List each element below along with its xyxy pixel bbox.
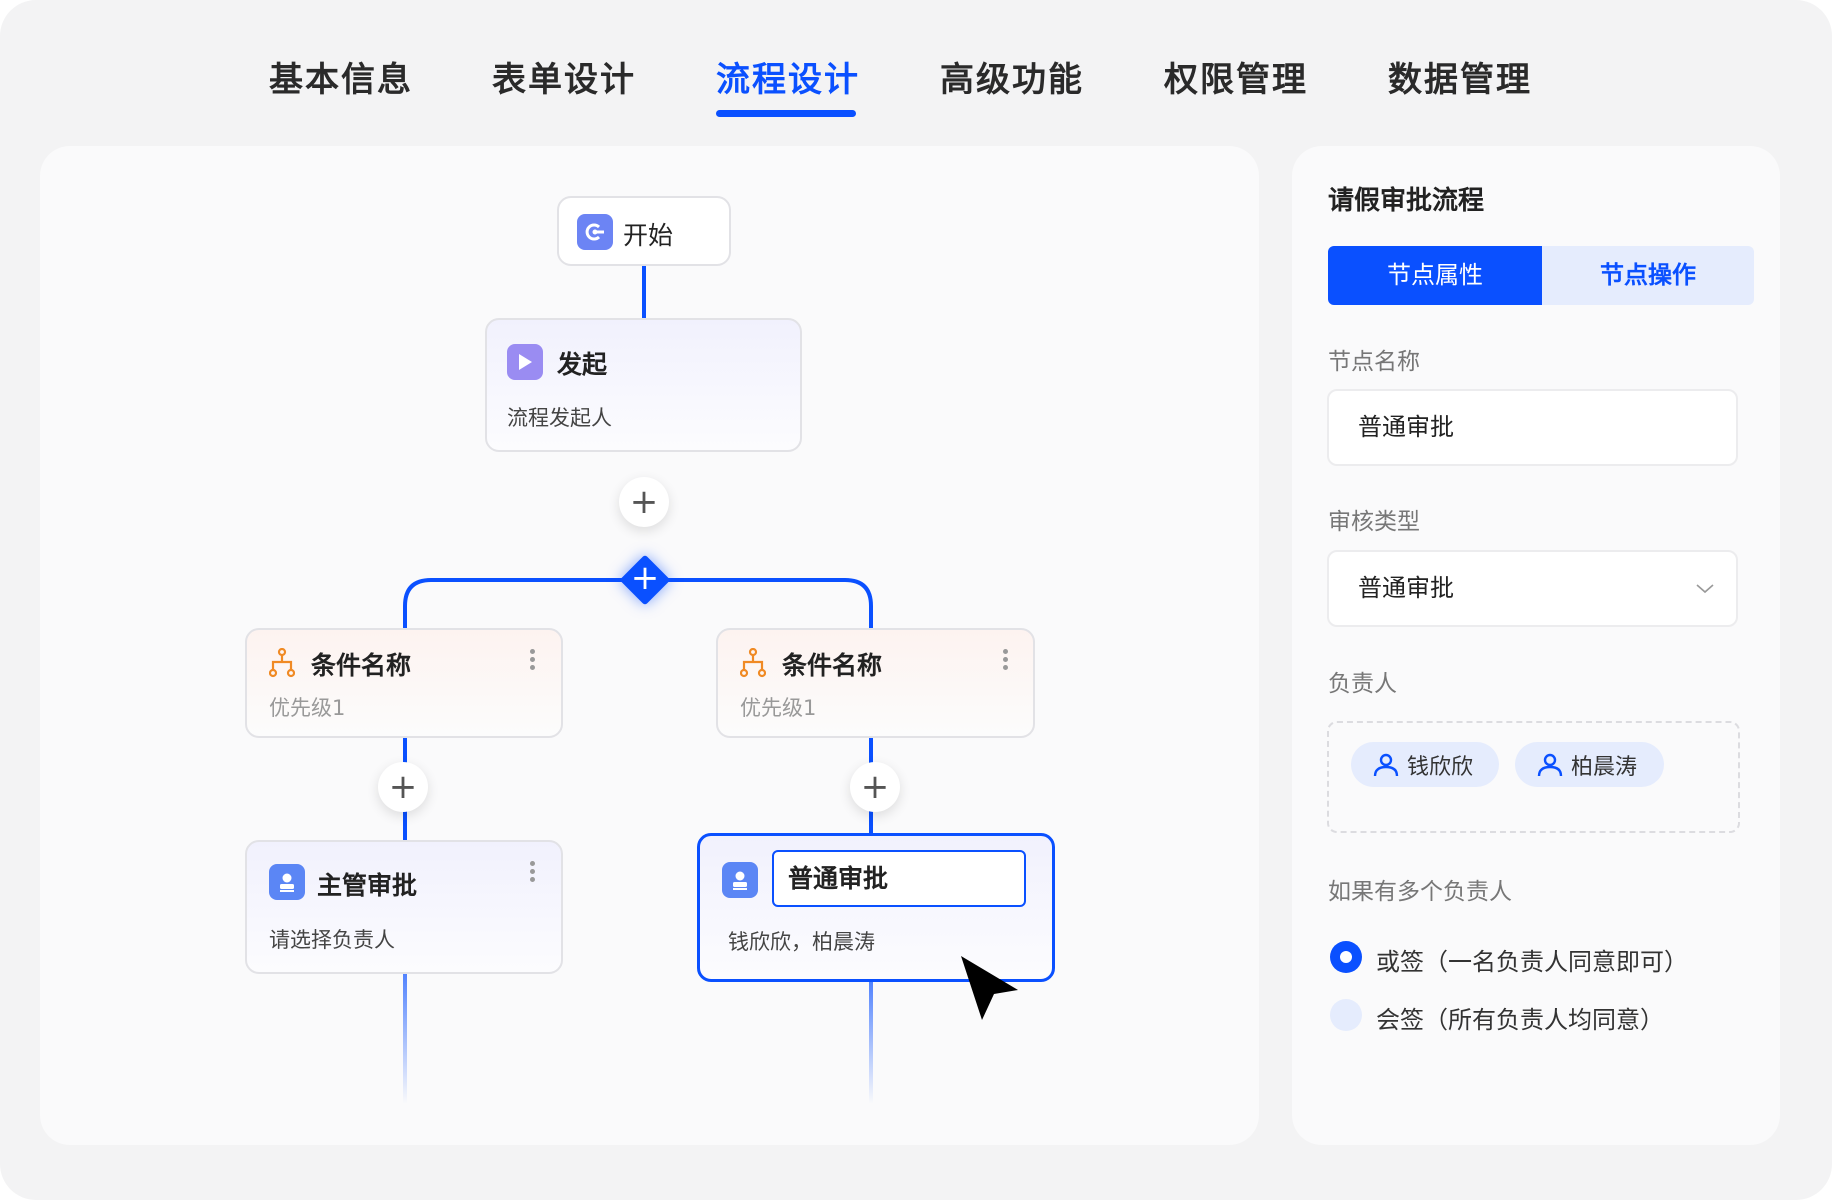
user-icon: [1373, 753, 1399, 776]
approver-icon: [722, 862, 758, 898]
node-name-label: 节点名称: [1328, 349, 1420, 375]
initiate-node[interactable]: 发起 流程发起人: [485, 318, 802, 452]
branch-icon: [269, 648, 295, 678]
supervisor-approval-node[interactable]: 主管审批 请选择负责人: [245, 840, 563, 974]
selected-approval-node[interactable]: 普通审批 钱欣欣，柏晨涛: [697, 833, 1055, 982]
tab-basic-info[interactable]: 基本信息: [269, 60, 413, 100]
more-icon[interactable]: [530, 646, 536, 673]
chevron-down-icon: [1696, 584, 1714, 594]
user-icon: [1537, 753, 1563, 776]
owner-chip[interactable]: 柏晨涛: [1515, 742, 1664, 787]
mouse-cursor-icon: [961, 956, 1018, 1020]
node-name-inline-input[interactable]: 普通审批: [772, 850, 1026, 907]
condition-node[interactable]: 条件名称 优先级1: [716, 628, 1035, 738]
owner-picker[interactable]: [1327, 721, 1740, 833]
radio-countersign[interactable]: [1330, 999, 1362, 1031]
tab-form-design[interactable]: 表单设计: [492, 60, 636, 100]
connector: [642, 266, 646, 318]
supervisor-subtitle: 请选择负责人: [269, 928, 395, 952]
radio-or-sign[interactable]: [1330, 941, 1362, 973]
node-name-input[interactable]: 普通审批: [1327, 389, 1738, 466]
owner-label: 负责人: [1328, 671, 1397, 697]
add-node-button[interactable]: +: [850, 762, 900, 812]
tab-node-operations[interactable]: 节点操作: [1542, 246, 1754, 305]
more-icon[interactable]: [530, 858, 536, 885]
condition-priority: 优先级1: [740, 696, 817, 720]
review-type-label: 审核类型: [1328, 509, 1420, 535]
start-icon: [577, 214, 613, 250]
condition-node[interactable]: 条件名称 优先级1: [245, 628, 563, 738]
condition-priority: 优先级1: [269, 696, 346, 720]
initiate-subtitle: 流程发起人: [507, 406, 612, 430]
multi-owner-label: 如果有多个负责人: [1328, 879, 1512, 905]
add-branch-plus: +: [630, 558, 660, 598]
selected-node-approvers: 钱欣欣，柏晨涛: [728, 930, 875, 954]
panel-title: 请假审批流程: [1328, 186, 1485, 216]
supervisor-title: 主管审批: [317, 871, 418, 900]
start-title: 开始: [623, 221, 674, 250]
review-type-select[interactable]: 普通审批: [1327, 550, 1738, 627]
owner-name: 柏晨涛: [1571, 754, 1638, 780]
branch-connector: [403, 578, 873, 1104]
review-type-value: 普通审批: [1358, 574, 1454, 602]
properties-panel: 请假审批流程 节点属性 节点操作 节点名称 普通审批 审核类型 普通审批 负责人…: [1292, 146, 1780, 1145]
radio-or-sign-label[interactable]: 或签（一名负责人同意即可）: [1376, 948, 1688, 976]
owner-chip[interactable]: 钱欣欣: [1351, 742, 1499, 787]
tab-flow-design[interactable]: 流程设计: [716, 60, 860, 100]
start-node[interactable]: 开始: [557, 196, 731, 266]
tab-data[interactable]: 数据管理: [1388, 60, 1532, 100]
branch-icon: [740, 648, 766, 678]
flow-canvas: 开始 发起 流程发起人 + + 条件名称 优先级1 条件名称 优先级1 + +: [40, 146, 1259, 1145]
add-node-button[interactable]: +: [378, 762, 428, 812]
radio-countersign-label[interactable]: 会签（所有负责人均同意）: [1376, 1006, 1664, 1034]
play-icon: [507, 344, 543, 380]
condition-title: 条件名称: [782, 651, 883, 680]
approver-icon: [269, 864, 305, 900]
tab-node-properties[interactable]: 节点属性: [1328, 246, 1542, 305]
active-tab-indicator: [716, 110, 856, 117]
condition-title: 条件名称: [311, 651, 412, 680]
more-icon[interactable]: [1003, 646, 1009, 673]
tab-permissions[interactable]: 权限管理: [1164, 60, 1308, 100]
tab-advanced[interactable]: 高级功能: [940, 60, 1084, 100]
owner-name: 钱欣欣: [1407, 754, 1474, 780]
add-node-button[interactable]: +: [619, 477, 669, 527]
initiate-title: 发起: [557, 350, 608, 379]
